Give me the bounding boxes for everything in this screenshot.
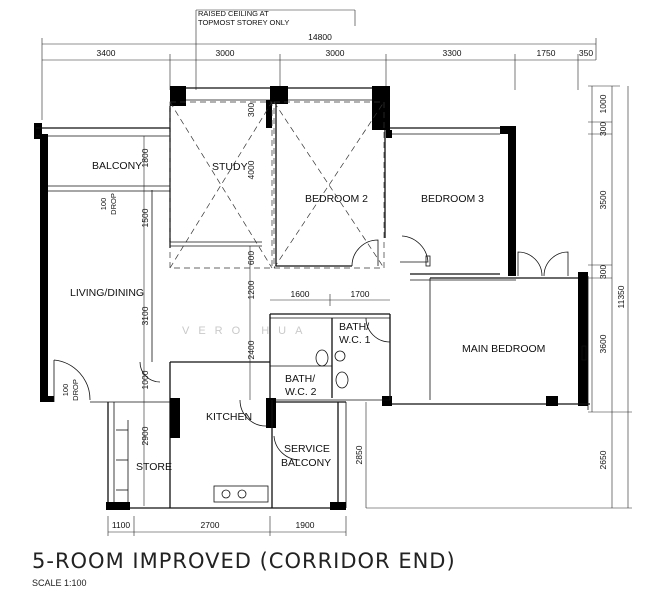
bottom-dim-3: 1900 [296, 520, 315, 530]
watermark: VERO HUA [182, 325, 311, 337]
right-dim-1: 1000 [598, 94, 608, 113]
room-label-bedroom3: BEDROOM 3 [421, 193, 484, 205]
svg-text:1700: 1700 [351, 289, 370, 299]
svg-text:2400: 2400 [246, 340, 256, 359]
room-label-bath1-b: W.C. 1 [339, 334, 371, 346]
interior-dimensions: 300 4000 600 1800 1500 3100 1000 1200 24… [140, 103, 390, 508]
top-dimensions: 14800 3400 3000 3000 3300 1750 350 [41, 32, 597, 120]
top-dim-3: 3000 [326, 48, 345, 58]
svg-text:1000: 1000 [140, 370, 150, 389]
bottom-dimensions: 1100 2700 1900 [107, 516, 347, 536]
top-dim-2: 3000 [216, 48, 235, 58]
svg-text:DROP: DROP [71, 379, 80, 401]
overall-dimension: 14800 [308, 32, 332, 42]
right-dim-lower: 2650 [598, 450, 608, 469]
right-dimensions: 1000 300 3500 300 3600 11350 2650 [366, 85, 632, 509]
room-label-bedroom2: BEDROOM 2 [305, 193, 368, 205]
room-label-bath2-b: W.C. 2 [285, 386, 317, 398]
top-dim-5: 1750 [537, 48, 556, 58]
walls [34, 86, 590, 510]
raised-ceiling-marks [169, 101, 385, 269]
room-label-living: LIVING/DINING [70, 287, 144, 299]
svg-text:RAISED CEILING AT: RAISED CEILING AT [198, 9, 269, 18]
bottom-dim-1: 1100 [112, 520, 131, 530]
svg-text:100: 100 [61, 384, 70, 397]
svg-text:3100: 3100 [140, 306, 150, 325]
top-dim-1: 3400 [97, 48, 116, 58]
drop-labels: 100 DROP 100 DROP [61, 193, 118, 401]
svg-text:1800: 1800 [140, 148, 150, 167]
room-label-service: SERVICE [284, 443, 330, 455]
svg-text:100: 100 [99, 198, 108, 211]
bottom-dim-2: 2700 [201, 520, 220, 530]
plan-title: 5-ROOM IMPROVED (CORRIDOR END) [32, 549, 456, 573]
room-label-bath2: BATH/ [285, 373, 315, 385]
svg-text:4000: 4000 [246, 160, 256, 179]
room-label-store: STORE [136, 461, 172, 473]
svg-text:1600: 1600 [291, 289, 310, 299]
room-label-main-bedroom: MAIN BEDROOM [462, 343, 545, 355]
svg-text:DROP: DROP [109, 193, 118, 215]
right-dim-2: 300 [598, 122, 608, 136]
room-label-bath1: BATH/ [339, 321, 369, 333]
right-dim-3: 3500 [598, 190, 608, 209]
svg-text:2850: 2850 [354, 445, 364, 464]
room-label-balcony: BALCONY [92, 160, 142, 172]
right-dim-5: 3600 [598, 334, 608, 353]
doors [53, 235, 587, 461]
top-dim-4: 3300 [443, 48, 462, 58]
svg-text:1500: 1500 [140, 208, 150, 227]
svg-text:1200: 1200 [246, 280, 256, 299]
svg-text:TOPMOST STOREY ONLY: TOPMOST STOREY ONLY [198, 18, 289, 27]
bath-fixtures [315, 349, 349, 389]
plan-scale: SCALE 1:100 [32, 578, 87, 588]
raised-ceiling-note: RAISED CEILING AT TOPMOST STOREY ONLY [195, 9, 356, 90]
right-dim-4: 300 [598, 265, 608, 279]
svg-text:600: 600 [246, 251, 256, 265]
right-dim-overall: 11350 [616, 285, 626, 308]
svg-text:300: 300 [246, 103, 256, 117]
room-label-study: STUDY [212, 161, 248, 173]
room-labels: BALCONY STUDY BEDROOM 2 BEDROOM 3 LIVING… [70, 160, 545, 473]
room-label-kitchen: KITCHEN [206, 411, 252, 423]
top-dim-6: 350 [579, 48, 593, 58]
svg-text:2900: 2900 [140, 426, 150, 445]
room-label-service-b: BALCONY [281, 457, 331, 469]
